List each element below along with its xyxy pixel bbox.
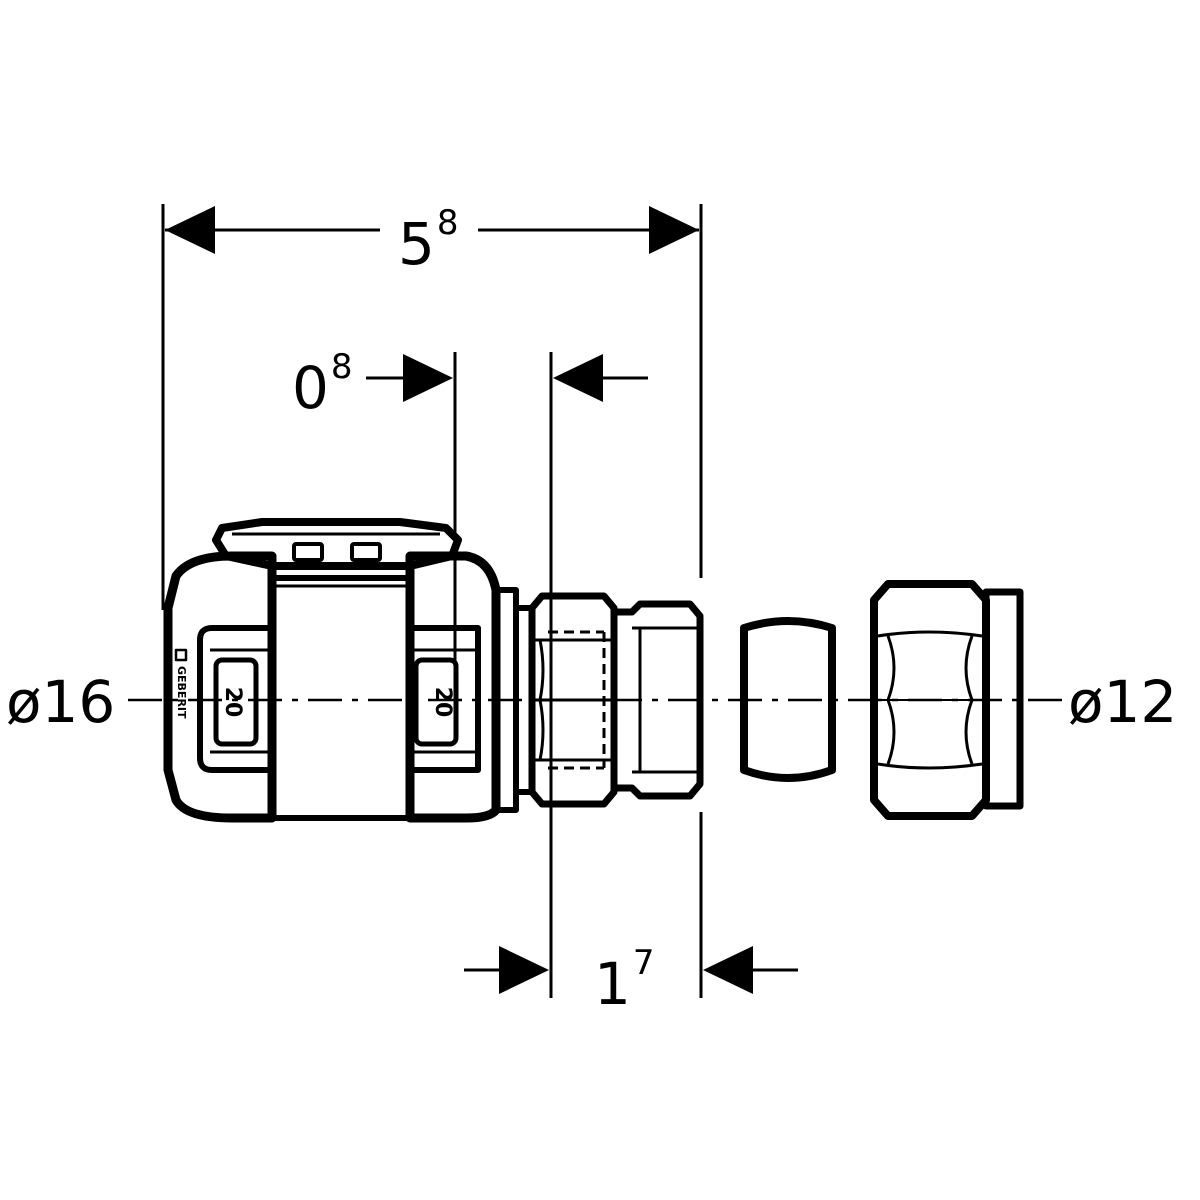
arrowhead-bottom-right [703, 946, 753, 994]
arrowhead-left [165, 206, 215, 254]
brand-marking: GEBERIT [175, 666, 188, 719]
offset-dimension: 08 [292, 347, 457, 668]
size-marking-right: 20 [430, 687, 455, 718]
svg-text:17: 17 [594, 943, 655, 1018]
threaded-adapter [493, 587, 704, 813]
arrowhead-offset [403, 354, 453, 402]
overall-length-sup: 8 [437, 203, 459, 243]
offset-sup: 8 [331, 347, 353, 387]
insertion-depth-sup: 7 [633, 943, 655, 983]
svg-text:58: 58 [398, 203, 459, 278]
insertion-depth-dimension: 17 [464, 352, 798, 1018]
arrowhead-top-right [553, 354, 603, 402]
arrowhead-right [649, 206, 699, 254]
size-marking-left: 20 [220, 687, 245, 718]
arrowhead-bottom-left [499, 946, 549, 994]
press-fitting-body [163, 518, 501, 823]
overall-length-value: 5 [398, 210, 435, 278]
diameter-left-label: ø16 [6, 668, 115, 736]
union-nut [870, 580, 1024, 820]
insertion-depth-value: 1 [594, 950, 631, 1018]
diameter-right-label: ø12 [1068, 668, 1177, 736]
overall-length-dimension: 58 [161, 203, 703, 610]
svg-text:08: 08 [292, 347, 353, 422]
compression-ring [740, 617, 836, 782]
offset-value: 0 [292, 354, 329, 422]
